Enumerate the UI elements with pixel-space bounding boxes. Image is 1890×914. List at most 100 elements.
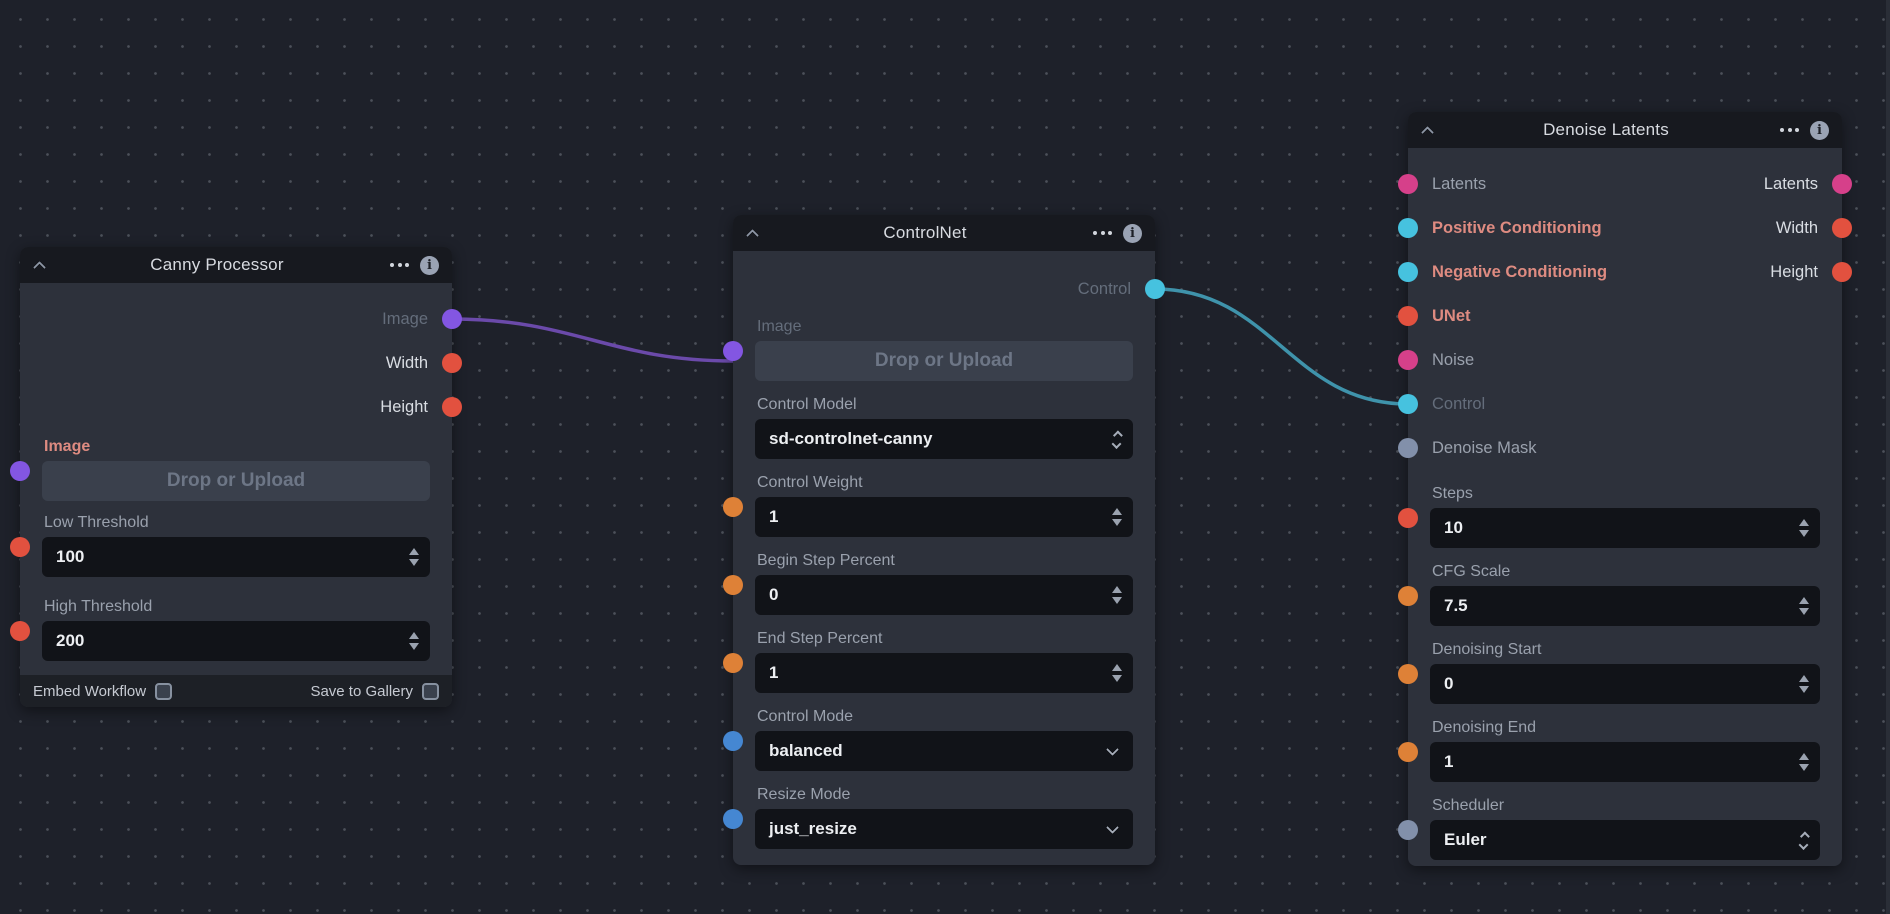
handle-input-low-threshold[interactable] — [10, 537, 30, 557]
stepper-up-icon[interactable] — [1799, 519, 1809, 526]
handle-input-high-threshold[interactable] — [10, 621, 30, 641]
control-mode-select[interactable]: balanced — [755, 731, 1133, 771]
stepper-down-icon[interactable] — [1799, 530, 1809, 537]
handle-input-denoising-start[interactable] — [1398, 664, 1418, 684]
node-header[interactable]: ControlNet i — [733, 215, 1155, 251]
input-row-positive-conditioning: Positive Conditioning — [1398, 206, 1842, 250]
field-label: Steps — [1432, 485, 1473, 502]
stepper-up-icon[interactable] — [1799, 753, 1809, 760]
resize-mode-select[interactable]: just_resize — [755, 809, 1133, 849]
field-label: End Step Percent — [757, 630, 883, 647]
stepper-up-icon[interactable] — [1799, 597, 1809, 604]
edge-controlnet-control-to-denoise-control[interactable] — [1153, 287, 1410, 406]
handle-input-denoise-mask[interactable] — [1398, 438, 1418, 458]
field-label: Denoising Start — [1432, 641, 1542, 658]
handle-input-image[interactable] — [10, 461, 30, 481]
handle-input-unet[interactable] — [1398, 306, 1418, 326]
handle-output-latents[interactable] — [1832, 174, 1852, 194]
stepper-down-icon[interactable] — [1112, 675, 1122, 682]
field-label: Image — [757, 318, 802, 335]
info-icon[interactable]: i — [1123, 223, 1142, 243]
node-denoise-latents[interactable]: Denoise Latents i Latents Positive Condi… — [1398, 112, 1852, 866]
low-threshold-input[interactable]: 100 — [42, 537, 430, 577]
drop-or-upload-button[interactable]: Drop or Upload — [42, 461, 430, 501]
handle-input-end-step-percent[interactable] — [723, 653, 743, 673]
input-row-negative-conditioning: Negative Conditioning — [1398, 250, 1842, 294]
handle-input-scheduler[interactable] — [1398, 820, 1418, 840]
number-stepper[interactable] — [409, 548, 419, 566]
embed-workflow-checkbox[interactable] — [155, 682, 173, 700]
stepper-down-icon[interactable] — [1112, 597, 1122, 604]
stepper-down-icon[interactable] — [409, 559, 419, 566]
stepper-down-icon[interactable] — [1799, 764, 1809, 771]
stepper-up-icon[interactable] — [409, 548, 419, 555]
node-controlnet[interactable]: ControlNet i Control Image Drop or Uploa… — [723, 215, 1165, 865]
denoising-end-input[interactable]: 1 — [1430, 742, 1820, 782]
handle-input-begin-step-percent[interactable] — [723, 575, 743, 595]
handle-output-width[interactable] — [1832, 218, 1852, 238]
handle-output-height[interactable] — [1832, 262, 1852, 282]
stepper-up-icon[interactable] — [409, 632, 419, 639]
drop-or-upload-button[interactable]: Drop or Upload — [755, 341, 1133, 381]
handle-output-width[interactable] — [442, 353, 462, 373]
node-header[interactable]: Denoise Latents i — [1408, 112, 1842, 148]
control-weight-input[interactable]: 1 — [755, 497, 1133, 537]
ellipsis-menu-icon[interactable] — [1093, 231, 1112, 235]
save-to-gallery-checkbox[interactable] — [422, 682, 439, 700]
node-header[interactable]: Canny Processor i — [20, 247, 452, 283]
number-stepper[interactable] — [1112, 664, 1122, 682]
begin-step-percent-input[interactable]: 0 — [755, 575, 1133, 615]
number-stepper[interactable] — [1799, 753, 1809, 771]
edge-canny-image-to-controlnet-image[interactable] — [450, 317, 735, 363]
handle-input-cfg-scale[interactable] — [1398, 586, 1418, 606]
number-stepper[interactable] — [1112, 586, 1122, 604]
info-icon[interactable]: i — [1810, 120, 1829, 140]
scheduler-select[interactable]: Euler — [1430, 820, 1820, 860]
handle-input-noise[interactable] — [1398, 350, 1418, 370]
info-icon[interactable]: i — [420, 255, 439, 275]
handle-input-negative-conditioning[interactable] — [1398, 262, 1418, 282]
stepper-down-icon[interactable] — [1799, 608, 1809, 615]
handle-output-image[interactable] — [442, 309, 462, 329]
stepper-up-icon[interactable] — [1799, 675, 1809, 682]
handle-output-height[interactable] — [442, 397, 462, 417]
handle-input-image[interactable] — [723, 341, 743, 361]
handle-input-control[interactable] — [1398, 394, 1418, 414]
handle-input-control-weight[interactable] — [723, 497, 743, 517]
handle-output-control[interactable] — [1145, 279, 1165, 299]
high-threshold-input[interactable]: 200 — [42, 621, 430, 661]
number-stepper[interactable] — [1799, 519, 1809, 537]
embed-workflow-option: Embed Workflow — [33, 682, 173, 700]
steps-input[interactable]: 10 — [1430, 508, 1820, 548]
handle-input-steps[interactable] — [1398, 508, 1418, 528]
handle-input-denoising-end[interactable] — [1398, 742, 1418, 762]
node-canny-processor[interactable]: Canny Processor i Image Width Height Ima… — [10, 247, 462, 707]
handle-input-latents[interactable] — [1398, 174, 1418, 194]
cfg-scale-input[interactable]: 7.5 — [1430, 586, 1820, 626]
number-stepper[interactable] — [1799, 675, 1809, 693]
field-steps: Steps 10 — [1398, 484, 1842, 548]
end-step-percent-input[interactable]: 1 — [755, 653, 1133, 693]
ellipsis-menu-icon[interactable] — [390, 263, 409, 267]
ellipsis-menu-icon[interactable] — [1780, 128, 1799, 132]
field-label: Control Weight — [757, 474, 863, 491]
stepper-down-icon[interactable] — [409, 643, 419, 650]
handle-input-positive-conditioning[interactable] — [1398, 218, 1418, 238]
handle-input-control-mode[interactable] — [723, 731, 743, 751]
right-edge-scrollbar — [1886, 0, 1890, 914]
number-stepper[interactable] — [1799, 597, 1809, 615]
stepper-up-icon[interactable] — [1112, 664, 1122, 671]
control-model-select[interactable]: sd-controlnet-canny — [755, 419, 1133, 459]
handle-input-resize-mode[interactable] — [723, 809, 743, 829]
number-stepper[interactable] — [1112, 508, 1122, 526]
select-updown-icon — [1798, 831, 1810, 850]
stepper-up-icon[interactable] — [1112, 508, 1122, 515]
number-stepper[interactable] — [409, 632, 419, 650]
denoising-start-input[interactable]: 0 — [1430, 664, 1820, 704]
stepper-down-icon[interactable] — [1112, 519, 1122, 526]
stepper-down-icon[interactable] — [1799, 686, 1809, 693]
output-row-image: Image — [20, 297, 462, 341]
output-row-height: Height — [1408, 250, 1852, 294]
stepper-up-icon[interactable] — [1112, 586, 1122, 593]
